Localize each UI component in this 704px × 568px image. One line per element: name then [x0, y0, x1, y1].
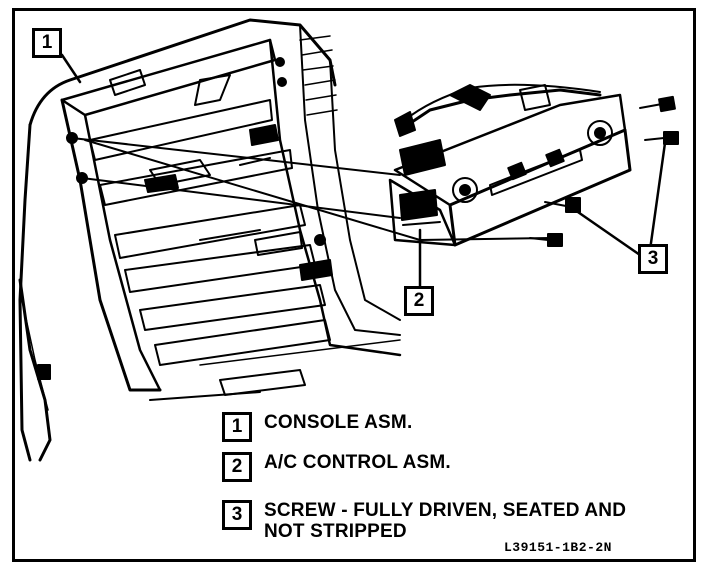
legend-label-screw: SCREW - FULLY DRIVEN, SEATED AND NOT STR…: [264, 500, 626, 542]
legend-label-ac-control: A/C CONTROL ASM.: [264, 452, 451, 473]
callout-3-screw: 3: [638, 244, 668, 274]
legend-item-ac-control: 2 A/C CONTROL ASM.: [222, 452, 451, 482]
legend-text-screw-line2: NOT STRIPPED: [264, 521, 407, 542]
ac-control-assembly-drawing: [388, 83, 679, 247]
legend-label-console: CONSOLE ASM.: [264, 412, 412, 433]
legend-number-2: 2: [222, 452, 252, 482]
screw-top-right: [639, 95, 676, 113]
legend-text-screw-line1: SCREW - FULLY DRIVEN, SEATED AND: [264, 500, 627, 521]
legend-number-3: 3: [222, 500, 252, 530]
callout-1-console: 1: [32, 28, 62, 58]
legend-text-ac-control: A/C CONTROL ASM.: [264, 452, 451, 473]
legend-item-screw: 3 SCREW - FULLY DRIVEN, SEATED AND NOT S…: [222, 500, 626, 542]
alignment-lines: [71, 137, 551, 241]
screw-bottom: [529, 233, 563, 247]
legend-number-1: 1: [222, 412, 252, 442]
console-assembly-drawing: [18, 18, 402, 462]
figure-code: L39151-1B2-2N: [504, 540, 612, 555]
legend-item-console: 1 CONSOLE ASM.: [222, 412, 412, 442]
figure-frame: [12, 8, 696, 562]
screw-front: [544, 197, 581, 213]
screw-right: [644, 131, 679, 145]
callout-2-ac-control: 2: [404, 286, 434, 316]
legend-text-console: CONSOLE ASM.: [264, 412, 413, 433]
callout-leaders: [60, 53, 667, 290]
